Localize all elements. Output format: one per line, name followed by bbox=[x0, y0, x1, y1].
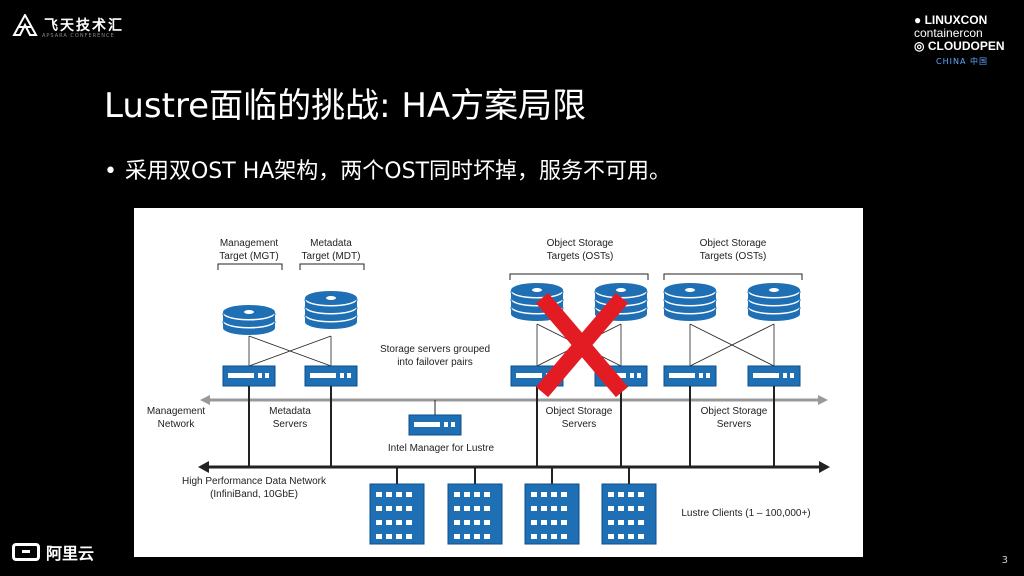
mgt-label-2: Target (MGT) bbox=[219, 251, 278, 262]
high-performance-network-line bbox=[198, 461, 830, 473]
oss-server-icon-3 bbox=[663, 365, 717, 387]
client-icon-1 bbox=[369, 483, 425, 545]
mds-server-icon bbox=[304, 365, 358, 387]
cloud-icon: ◎ bbox=[914, 39, 925, 53]
management-network-line bbox=[200, 395, 828, 405]
failover-links bbox=[248, 323, 775, 367]
brand-name: 飞天技术汇 bbox=[44, 18, 124, 34]
cloudopen-text: ◎ CLOUDOPEN bbox=[914, 39, 1005, 53]
ost-group1-label-1: Object Storage bbox=[547, 238, 614, 249]
client-icon-3 bbox=[524, 483, 580, 545]
mgt-label-1: Management bbox=[220, 238, 279, 249]
aliyun-logo: 阿里云 bbox=[12, 540, 94, 564]
mgmt-network-label-1: Management bbox=[147, 406, 206, 417]
linuxcon-text: ● LINUXCON bbox=[914, 13, 988, 27]
client-links bbox=[396, 467, 630, 484]
oss-group2-label-2: Servers bbox=[717, 419, 751, 430]
intel-manager-server-icon bbox=[408, 414, 462, 436]
oss-group2-label-1: Object Storage bbox=[701, 406, 768, 417]
ost-disk-icon-4 bbox=[747, 282, 801, 322]
mgs-server-icon bbox=[222, 365, 276, 387]
hpdn-label-1: High Performance Data Network bbox=[182, 476, 327, 487]
mgt-disk-icon bbox=[222, 304, 276, 336]
hpdn-label-2: (InfiniBand, 10GbE) bbox=[210, 489, 298, 500]
oss-group1-label-1: Object Storage bbox=[546, 406, 613, 417]
failure-cross-icon bbox=[535, 292, 629, 398]
bullet-dot-icon: • bbox=[104, 159, 117, 184]
mdt-disk-icon bbox=[304, 290, 358, 330]
client-icon-4 bbox=[601, 483, 657, 545]
ost-group2-label-1: Object Storage bbox=[700, 238, 767, 249]
linux-penguin-icon: ● bbox=[914, 13, 922, 27]
server-links bbox=[248, 386, 775, 467]
containercon-text: containercon bbox=[914, 26, 983, 40]
ost-group2-bracket bbox=[663, 273, 803, 280]
ost-group1-label-2: Targets (OSTs) bbox=[547, 251, 614, 262]
ost-disk-icon-3 bbox=[663, 282, 717, 322]
ost-group2-label-2: Targets (OSTs) bbox=[700, 251, 767, 262]
oss-group1-label-2: Servers bbox=[562, 419, 596, 430]
mdt-label-1: Metadata bbox=[310, 238, 352, 249]
mdt-bracket bbox=[299, 263, 365, 270]
mgt-bracket bbox=[217, 263, 283, 270]
clients-label: Lustre Clients (1 – 100,000+) bbox=[681, 508, 810, 519]
aliyun-mark-icon bbox=[12, 543, 40, 561]
intel-manager-label: Intel Manager for Lustre bbox=[388, 443, 495, 454]
failover-label-2: into failover pairs bbox=[397, 357, 473, 368]
lustre-architecture-diagram: Management Target (MGT) Metadata Target … bbox=[134, 208, 863, 557]
slide-title: Lustre面临的挑战: HA方案局限 bbox=[104, 86, 587, 126]
conference-logo: ● LINUXCON containercon ◎ CLOUDOPEN CHIN… bbox=[914, 14, 1010, 67]
bullet-text: 采用双OST HA架构，两个OST同时坏掉，服务不可用。 bbox=[124, 159, 672, 184]
conference-region: CHINA 中国 bbox=[936, 57, 988, 66]
oss-server-icon-4 bbox=[747, 365, 801, 387]
aliyun-text: 阿里云 bbox=[46, 544, 95, 563]
failover-label-1: Storage servers grouped bbox=[380, 344, 490, 355]
brand-mark-icon bbox=[12, 14, 38, 36]
metadata-servers-label-2: Servers bbox=[273, 419, 307, 430]
diagram-canvas: Management Target (MGT) Metadata Target … bbox=[147, 238, 830, 545]
bullet-point: • 采用双OST HA架构，两个OST同时坏掉，服务不可用。 bbox=[104, 153, 671, 185]
mdt-label-2: Target (MDT) bbox=[302, 251, 361, 262]
ost-group1-bracket bbox=[509, 273, 649, 280]
metadata-servers-label-1: Metadata bbox=[269, 406, 311, 417]
page-number: 3 bbox=[1001, 555, 1008, 566]
brand-logo: 飞天技术汇 APSARA CONFERENCE bbox=[12, 14, 124, 39]
client-icon-2 bbox=[447, 483, 503, 545]
brand-subtitle: APSARA CONFERENCE bbox=[42, 33, 115, 39]
mgmt-network-label-2: Network bbox=[158, 419, 196, 430]
